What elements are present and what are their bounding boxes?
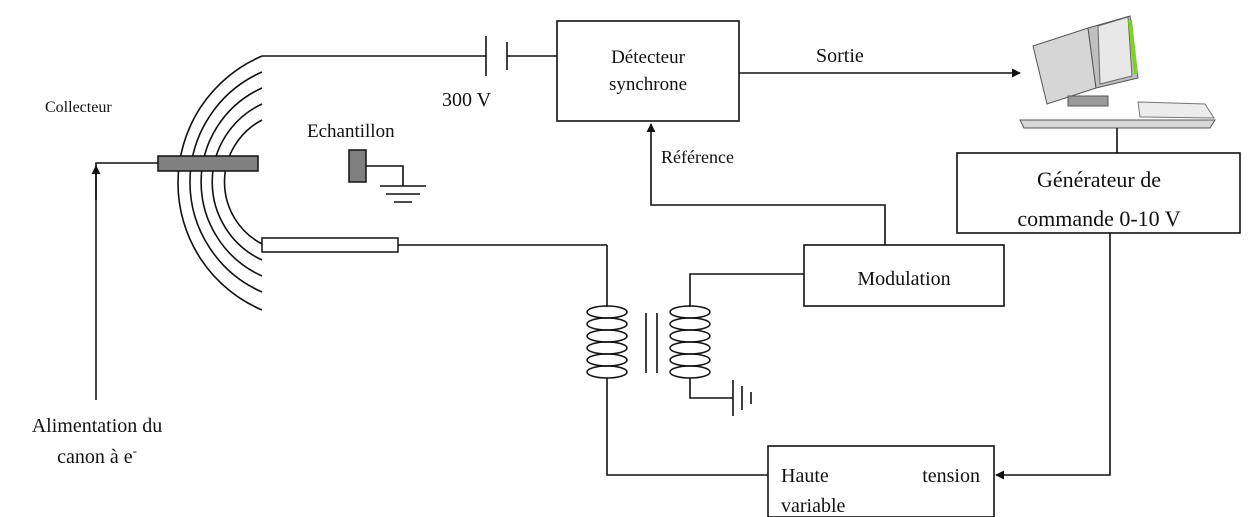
modulation-box bbox=[803, 244, 1005, 307]
ground-icon bbox=[732, 380, 752, 416]
reference-arrow bbox=[646, 123, 886, 245]
detector-label-line1: Détecteur bbox=[611, 47, 686, 68]
sample-label: Echantillon bbox=[307, 121, 395, 142]
transformer-icon bbox=[398, 244, 804, 476]
computer-icon bbox=[1019, 15, 1216, 129]
output-label: Sortie bbox=[816, 45, 864, 67]
voltage-label: 300 V bbox=[442, 89, 492, 111]
gun-supply-label-line2: canon à e- bbox=[57, 443, 137, 468]
command-generator-box bbox=[956, 152, 1241, 234]
modulation-label: Modulation bbox=[857, 268, 950, 290]
gun-supply-line bbox=[95, 162, 158, 400]
generator-to-hv-arrow bbox=[995, 233, 1111, 480]
analyzer-grids-icon bbox=[157, 55, 486, 311]
grid-lead bbox=[261, 237, 399, 253]
hv-label-word2: tension bbox=[922, 465, 980, 487]
ground-icon bbox=[380, 185, 426, 203]
generator-label-line2: commande 0-10 V bbox=[1017, 206, 1180, 231]
high-voltage-box bbox=[767, 445, 995, 517]
hv-label-line2: variable bbox=[781, 495, 846, 517]
electron-gun-rod bbox=[157, 155, 259, 172]
collector-label: Collecteur bbox=[45, 99, 112, 116]
reference-label: Référence bbox=[661, 147, 734, 167]
detector-label-line2: synchrone bbox=[609, 74, 687, 95]
generator-label-line1: Générateur de bbox=[1037, 167, 1161, 192]
battery-icon bbox=[485, 36, 557, 76]
gun-supply-label-line1: Alimentation du bbox=[32, 415, 163, 437]
sample-icon bbox=[348, 149, 404, 186]
hv-label-word1: Haute bbox=[781, 465, 829, 487]
synchronous-detector-box bbox=[556, 20, 740, 122]
